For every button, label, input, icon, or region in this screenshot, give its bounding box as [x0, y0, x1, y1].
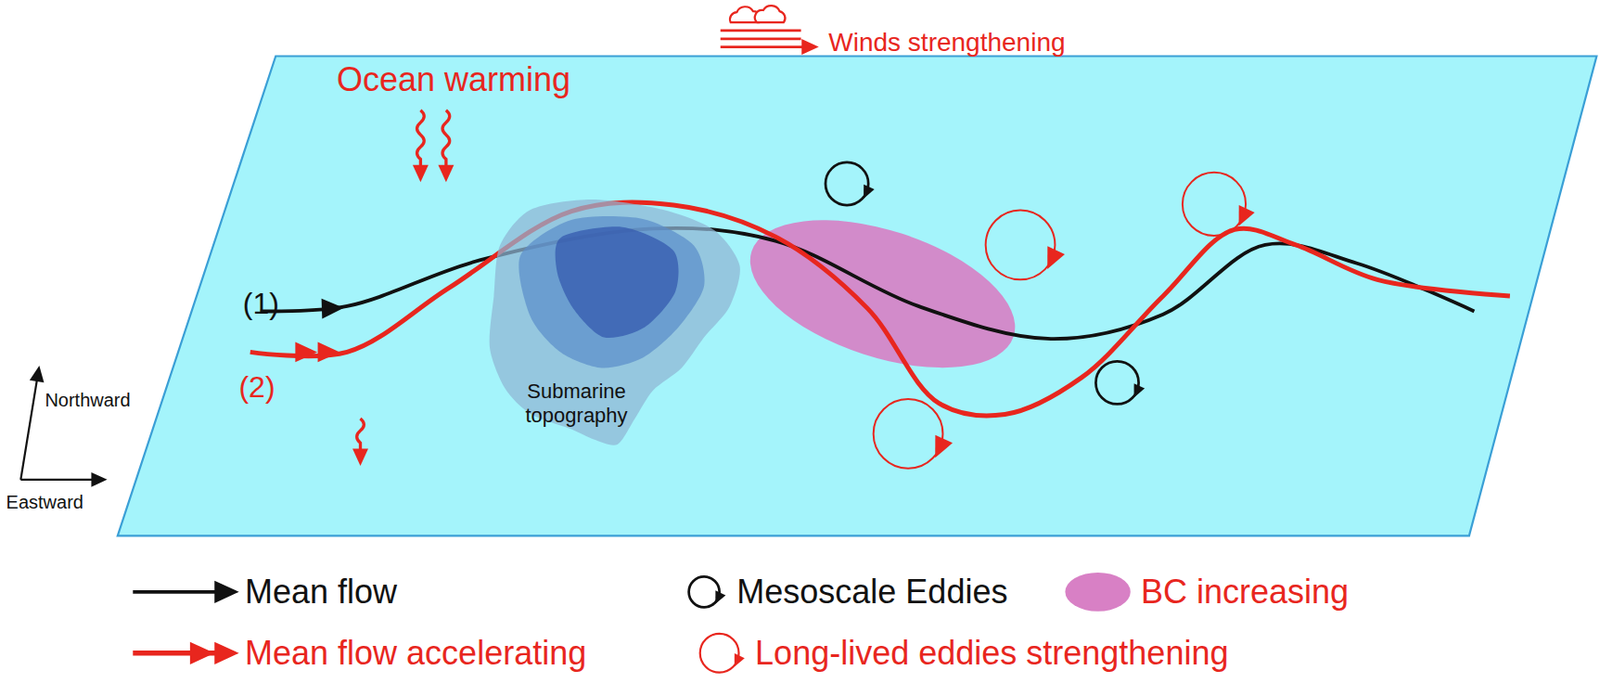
region-label: Submarine topography	[517, 379, 637, 427]
eddy-circle	[985, 210, 1056, 281]
eddy-symbol	[825, 162, 1255, 469]
arrow-head	[321, 297, 345, 320]
arrow-head	[294, 342, 318, 363]
eddy-circle	[1182, 172, 1246, 236]
arrow-head	[29, 364, 47, 383]
legend-label: Mean flow accelerating	[244, 634, 587, 672]
arrow-head	[1038, 245, 1065, 273]
wind-line	[720, 45, 807, 49]
wind-line	[720, 37, 802, 40]
legend-label: Long-lived eddies strengthening	[755, 634, 1229, 672]
callout-number: (2)	[238, 371, 275, 404]
legend-label: Mesoscale Eddies	[736, 573, 1008, 611]
eddy-circle	[689, 576, 720, 607]
accelerating-flow-curve	[250, 202, 1511, 416]
legend-swatch	[1064, 572, 1130, 612]
arrow-head	[214, 641, 239, 665]
legend-label: BC increasing	[1140, 573, 1349, 611]
arrow-head	[926, 435, 953, 462]
north-arrow	[20, 379, 38, 480]
topography-deep	[555, 226, 679, 338]
arrow-head	[801, 38, 819, 55]
arrow-head	[710, 589, 727, 606]
legend-line	[132, 589, 227, 594]
arrow-head	[190, 641, 215, 665]
arrow-head	[318, 342, 341, 363]
east-arrow	[20, 478, 94, 481]
eddy-circle	[700, 633, 740, 673]
arrow-head	[90, 472, 107, 487]
cloud-icon	[755, 5, 786, 23]
arrow-head	[1230, 204, 1255, 230]
callout-number: (1)	[243, 287, 280, 320]
arrow-head	[1128, 383, 1145, 400]
arrow-head	[857, 184, 874, 202]
warming-label: Ocean warming	[336, 61, 571, 99]
arrow-head	[214, 580, 239, 603]
eddy-circle	[873, 398, 944, 469]
direction-label: Northward	[44, 389, 130, 410]
ocean-plane	[117, 55, 1598, 536]
wind-label: Winds strengthening	[828, 28, 1065, 58]
eddy-circle	[1095, 360, 1139, 404]
warming-arrow	[417, 110, 425, 172]
legend-label: Mean flow	[244, 573, 397, 611]
direction-label: Eastward	[6, 491, 84, 512]
topography-region: Submarine topography	[479, 189, 756, 455]
arrow-head	[437, 165, 454, 182]
wind-line	[720, 29, 802, 33]
arrow-head	[729, 652, 745, 669]
eddy-circle	[825, 162, 869, 205]
compass-arrow	[20, 364, 107, 487]
bc-region	[731, 191, 1034, 397]
warming-arrow	[442, 110, 450, 172]
topography-mid	[518, 216, 704, 368]
topography-shallow	[489, 199, 741, 446]
flow-curve	[250, 202, 1511, 416]
arrow-head	[412, 165, 429, 182]
arrow-head	[352, 448, 369, 465]
